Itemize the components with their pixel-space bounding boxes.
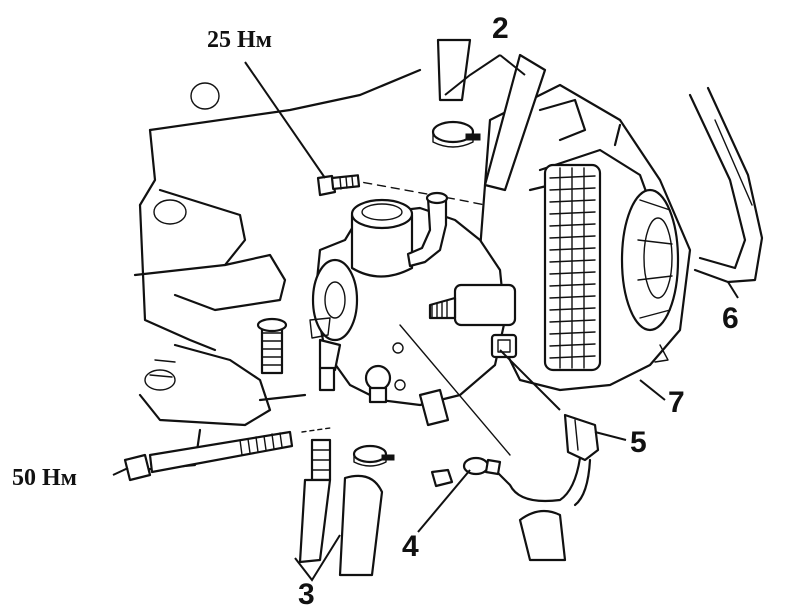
- engine-bracket: [133, 68, 422, 472]
- part-label-4: 4: [402, 530, 419, 563]
- torque-label-top: 25 Нм: [207, 27, 273, 53]
- power-steering-pump: [309, 191, 518, 456]
- upper-hoses: [431, 38, 547, 192]
- leader-lines: [112, 54, 739, 533]
- part-label-7: 7: [668, 386, 685, 419]
- bolt-axis-line-top: [349, 179, 501, 209]
- alternator: [478, 83, 692, 392]
- torque-label-left: 50 Нм: [12, 465, 78, 491]
- part-label-3: 3: [298, 578, 315, 611]
- part-label-2: 2: [492, 12, 509, 45]
- bolt-long: [123, 427, 331, 482]
- lower-hoses: [294, 438, 395, 582]
- part-label-5: 5: [630, 426, 647, 459]
- part-label-6: 6: [722, 302, 739, 335]
- drive-belt: [688, 86, 764, 284]
- wiring-harness: [430, 413, 600, 562]
- bolt-top: [316, 174, 361, 197]
